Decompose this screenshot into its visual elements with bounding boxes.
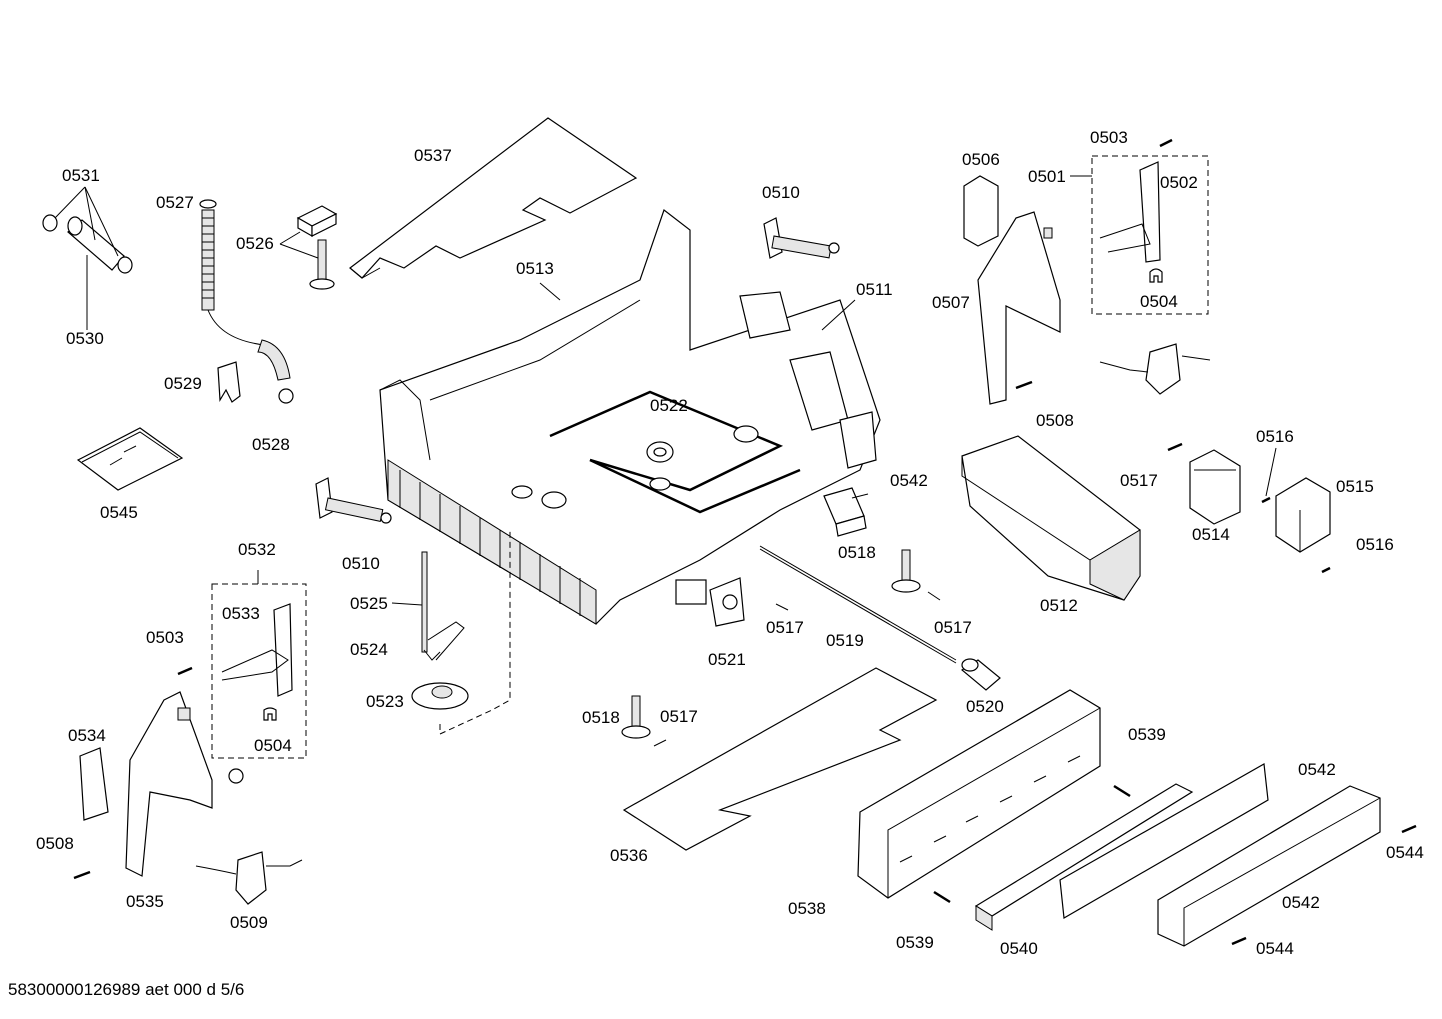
part-0507-bracket bbox=[977, 211, 1061, 405]
label-0519: 0519 bbox=[826, 631, 864, 650]
part-0535-bracket bbox=[125, 691, 244, 877]
label-0503-left: 0503 bbox=[146, 628, 184, 647]
label-0525: 0525 bbox=[350, 594, 388, 613]
label-0540: 0540 bbox=[1000, 939, 1038, 958]
part-0545-screw-bag bbox=[76, 427, 184, 491]
label-0514: 0514 bbox=[1192, 525, 1230, 544]
label-0517-center-b: 0517 bbox=[934, 618, 972, 637]
label-0508-left: 0508 bbox=[36, 834, 74, 853]
label-0539-upper: 0539 bbox=[1128, 725, 1166, 744]
part-0510-spring-upper bbox=[763, 217, 840, 259]
part-0538-kick-panel bbox=[857, 689, 1101, 899]
label-0529: 0529 bbox=[164, 374, 202, 393]
label-0539-lower: 0539 bbox=[896, 933, 934, 952]
label-0520: 0520 bbox=[966, 697, 1004, 716]
part-0509-switch bbox=[195, 851, 303, 905]
label-0504-right: 0504 bbox=[1140, 292, 1178, 311]
label-0518-lower: 0518 bbox=[582, 708, 620, 727]
label-0515: 0515 bbox=[1336, 477, 1374, 496]
part-0525-0523-float bbox=[391, 530, 511, 735]
part-0542-panel-lower bbox=[1157, 785, 1381, 947]
label-0517-lower: 0517 bbox=[660, 707, 698, 726]
label-0516-lower: 0516 bbox=[1356, 535, 1394, 554]
part-0520-cap bbox=[960, 658, 1001, 691]
label-0524: 0524 bbox=[350, 640, 388, 659]
label-0531: 0531 bbox=[62, 166, 100, 185]
label-0510-lower: 0510 bbox=[342, 554, 380, 573]
label-0542-lower: 0542 bbox=[1282, 893, 1320, 912]
part-0540-strip bbox=[974, 783, 1194, 931]
label-0506: 0506 bbox=[962, 150, 1000, 169]
label-0502: 0502 bbox=[1160, 173, 1198, 192]
label-0542-valve: 0542 bbox=[890, 471, 928, 490]
part-0542-solenoid bbox=[823, 487, 869, 537]
label-0544-right: 0544 bbox=[1386, 843, 1424, 862]
part-0522 bbox=[653, 447, 667, 457]
leader-0511 bbox=[821, 299, 856, 331]
part-0526-bracket-screw bbox=[279, 205, 338, 290]
part-0519-rod bbox=[759, 545, 957, 664]
label-0503-right: 0503 bbox=[1090, 128, 1128, 147]
label-0534: 0534 bbox=[68, 726, 106, 745]
label-0523: 0523 bbox=[366, 692, 404, 711]
label-0544-lower: 0544 bbox=[1256, 939, 1294, 958]
part-0512-control-box bbox=[961, 435, 1141, 601]
label-0517-center-a: 0517 bbox=[766, 618, 804, 637]
part-0532-bracket-group bbox=[211, 570, 307, 759]
part-0521-valve bbox=[675, 577, 745, 627]
label-0542-upper: 0542 bbox=[1298, 760, 1336, 779]
label-0528: 0528 bbox=[252, 435, 290, 454]
part-switch-right bbox=[1099, 343, 1211, 395]
label-0532: 0532 bbox=[238, 540, 276, 559]
label-0522: 0522 bbox=[650, 396, 688, 415]
part-0508-screw-right bbox=[1015, 380, 1033, 390]
label-0535: 0535 bbox=[126, 892, 164, 911]
part-0544-screws bbox=[1231, 824, 1417, 946]
part-labels: 0531 0527 0526 0537 0530 0529 0528 0545 … bbox=[36, 128, 1424, 958]
part-0518-screw bbox=[775, 549, 941, 611]
part-0537-cover-plate bbox=[349, 117, 638, 279]
label-0509: 0509 bbox=[230, 913, 268, 932]
part-0518-screw-lower bbox=[621, 695, 667, 747]
part-0530-tube bbox=[42, 186, 133, 330]
label-0517-right: 0517 bbox=[1120, 471, 1158, 490]
label-0538: 0538 bbox=[788, 899, 826, 918]
label-0537: 0537 bbox=[414, 146, 452, 165]
part-0506-cover bbox=[963, 175, 999, 247]
label-0521: 0521 bbox=[708, 650, 746, 669]
label-0536: 0536 bbox=[610, 846, 648, 865]
label-0512: 0512 bbox=[1040, 596, 1078, 615]
part-0510-spring-lower bbox=[315, 477, 392, 524]
label-0518-center: 0518 bbox=[838, 543, 876, 562]
part-0514-housing bbox=[1167, 442, 1241, 525]
label-0501: 0501 bbox=[1028, 167, 1066, 186]
label-0516-upper: 0516 bbox=[1256, 427, 1294, 446]
label-0533: 0533 bbox=[222, 604, 260, 623]
diagram-reference-code: 58300000126989 aet 000 d 5/6 bbox=[8, 980, 245, 999]
label-0526: 0526 bbox=[236, 234, 274, 253]
label-0513: 0513 bbox=[516, 259, 554, 278]
label-0511: 0511 bbox=[856, 280, 893, 299]
label-0507: 0507 bbox=[932, 293, 970, 312]
label-0508-right: 0508 bbox=[1036, 411, 1074, 430]
part-0515-cover bbox=[1275, 477, 1331, 553]
part-0513-base-tub bbox=[379, 209, 881, 625]
part-0516-screws bbox=[1261, 447, 1331, 574]
part-0503-screw-left bbox=[177, 666, 193, 676]
part-0508-screw-left bbox=[73, 870, 91, 880]
label-0527: 0527 bbox=[156, 193, 194, 212]
part-0501-bracket-group bbox=[1070, 138, 1209, 315]
label-0530: 0530 bbox=[66, 329, 104, 348]
label-0510-upper: 0510 bbox=[762, 183, 800, 202]
label-0545: 0545 bbox=[100, 503, 138, 522]
part-0534-cover bbox=[79, 747, 109, 821]
part-0542-panel-upper bbox=[1059, 763, 1269, 919]
part-0527-hose bbox=[199, 199, 294, 404]
part-0539-screws bbox=[933, 784, 1131, 904]
part-0536-plate bbox=[622, 667, 938, 851]
label-0504-left: 0504 bbox=[254, 736, 292, 755]
